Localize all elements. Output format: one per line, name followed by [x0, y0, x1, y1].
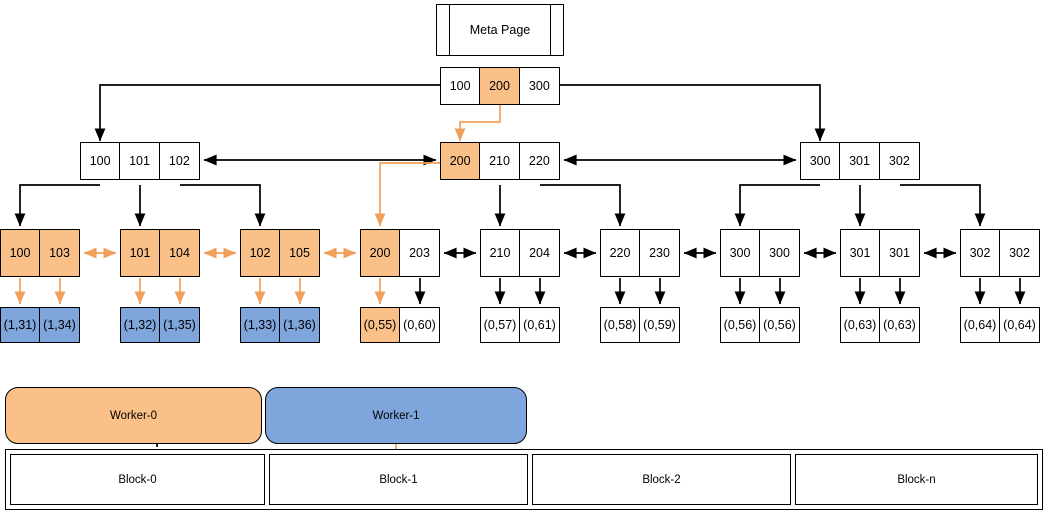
tuple-0-cell-1[interactable]: (1,34): [40, 308, 79, 342]
leaf-7-cell-0[interactable]: 301: [841, 230, 881, 276]
tuple-7-cell-0[interactable]: (0,63): [841, 308, 881, 342]
root-cell-1[interactable]: 200: [480, 68, 520, 104]
internal-middle-cell-0[interactable]: 200: [441, 143, 481, 179]
leaf-to-tuple-edges-orange: [14, 278, 386, 305]
worker-0-legend[interactable]: Worker-0: [5, 387, 262, 444]
leaf-to-tuple-edges-black: [414, 278, 1026, 305]
worker-1-label: Worker-1: [372, 409, 420, 422]
internal-left-cell-1[interactable]: 101: [120, 143, 160, 179]
tuple-node-7[interactable]: (0,63) (0,63): [840, 307, 920, 343]
leaf-node-7[interactable]: 301 301: [840, 229, 920, 277]
block-0-label: Block-0: [118, 473, 157, 486]
leaf-1-cell-0[interactable]: 101: [121, 230, 161, 276]
block-n-label: Block-n: [897, 473, 936, 486]
tuple-2-cell-1[interactable]: (1,36): [280, 308, 319, 342]
leaf-5-cell-1[interactable]: 230: [640, 230, 679, 276]
tuple-3-cell-1[interactable]: (0,60): [400, 308, 439, 342]
leaf-2-cell-1[interactable]: 105: [280, 230, 319, 276]
right-internal-to-leaf-edges: [734, 184, 986, 227]
leaf-node-4[interactable]: 210 204: [480, 229, 560, 277]
tuple-4-cell-0[interactable]: (0,57): [481, 308, 521, 342]
leaf-6-cell-0[interactable]: 300: [721, 230, 761, 276]
tuple-8-cell-0[interactable]: (0,64): [961, 308, 1001, 342]
tuple-node-1[interactable]: (1,32) (1,35): [120, 307, 200, 343]
block-1-label: Block-1: [379, 473, 418, 486]
root-to-middle-internal-edge: [454, 105, 501, 142]
leaf-node-8[interactable]: 302 302: [960, 229, 1040, 277]
meta-page-node[interactable]: Meta Page: [436, 4, 564, 56]
worker-0-label: Worker-0: [109, 409, 158, 422]
tuple-1-cell-0[interactable]: (1,32): [121, 308, 161, 342]
tuple-8-cell-1[interactable]: (0,64): [1000, 308, 1039, 342]
root-cell-0[interactable]: 100: [441, 68, 481, 104]
tuple-node-3[interactable]: (0,55) (0,60): [360, 307, 440, 343]
internal-node-left[interactable]: 100 101 102: [80, 142, 200, 180]
block-n[interactable]: Block-n: [795, 454, 1038, 505]
leaf-0-cell-1[interactable]: 103: [40, 230, 79, 276]
root-node[interactable]: 100 200 300: [440, 67, 560, 105]
meta-page-left-cap: [437, 5, 450, 55]
worker-1-legend[interactable]: Worker-1: [265, 387, 527, 444]
tuple-7-cell-1[interactable]: (0,63): [880, 308, 919, 342]
middle-internal-to-leaf-edges: [494, 184, 626, 227]
internal-left-cell-0[interactable]: 100: [81, 143, 121, 179]
tuple-6-cell-1[interactable]: (0,56): [760, 308, 799, 342]
internal-right-cell-0[interactable]: 300: [801, 143, 841, 179]
leaf-7-cell-1[interactable]: 301: [880, 230, 919, 276]
tuple-6-cell-0[interactable]: (0,56): [721, 308, 761, 342]
tuple-node-0[interactable]: (1,31) (1,34): [0, 307, 80, 343]
tuple-1-cell-1[interactable]: (1,35): [160, 308, 199, 342]
leaf-4-cell-1[interactable]: 204: [520, 230, 559, 276]
block-2[interactable]: Block-2: [532, 454, 791, 505]
tuple-5-cell-1[interactable]: (0,59): [640, 308, 679, 342]
leaf-1-cell-1[interactable]: 104: [160, 230, 199, 276]
leaf-3-cell-1[interactable]: 203: [400, 230, 439, 276]
block-2-label: Block-2: [642, 473, 681, 486]
tuple-node-8[interactable]: (0,64) (0,64): [960, 307, 1040, 343]
leaf-node-3[interactable]: 200 203: [360, 229, 440, 277]
tuple-4-cell-1[interactable]: (0,61): [520, 308, 559, 342]
leaf-3-cell-0[interactable]: 200: [361, 230, 401, 276]
tuple-node-6[interactable]: (0,56) (0,56): [720, 307, 800, 343]
leaf-node-0[interactable]: 100 103: [0, 229, 80, 277]
leaf-node-2[interactable]: 102 105: [240, 229, 320, 277]
internal-node-middle[interactable]: 200 210 220: [440, 142, 560, 180]
tuple-node-4[interactable]: (0,57) (0,61): [480, 307, 560, 343]
leaf-node-5[interactable]: 220 230: [600, 229, 680, 277]
middle-internal-to-leaf-edge-orange: [374, 162, 440, 227]
root-cell-2[interactable]: 300: [519, 68, 560, 104]
meta-page-right-cap: [550, 5, 563, 55]
tuple-node-5[interactable]: (0,58) (0,59): [600, 307, 680, 343]
internal-middle-cell-2[interactable]: 220: [519, 143, 560, 179]
tuple-2-cell-0[interactable]: (1,33): [241, 308, 281, 342]
internal-left-cell-2[interactable]: 102: [159, 143, 200, 179]
left-internal-to-leaf-edges: [14, 184, 266, 227]
internal-node-right[interactable]: 300 301 302: [800, 142, 920, 180]
block-0[interactable]: Block-0: [10, 454, 265, 505]
block-1[interactable]: Block-1: [269, 454, 528, 505]
leaf-8-cell-0[interactable]: 302: [961, 230, 1001, 276]
leaf-6-cell-1[interactable]: 300: [760, 230, 799, 276]
tuple-node-2[interactable]: (1,33) (1,36): [240, 307, 320, 343]
tuple-5-cell-0[interactable]: (0,58): [601, 308, 641, 342]
leaf-4-cell-0[interactable]: 210: [481, 230, 521, 276]
leaf-8-cell-1[interactable]: 302: [1000, 230, 1039, 276]
tuple-3-cell-0[interactable]: (0,55): [361, 308, 401, 342]
internal-right-cell-1[interactable]: 301: [840, 143, 880, 179]
leaf-node-1[interactable]: 101 104: [120, 229, 200, 277]
leaf-5-cell-0[interactable]: 220: [601, 230, 641, 276]
leaf-0-cell-0[interactable]: 100: [1, 230, 41, 276]
internal-middle-cell-1[interactable]: 210: [480, 143, 520, 179]
meta-page-label: Meta Page: [450, 5, 550, 55]
blocks-container: Block-0 Block-1 Block-2 Block-n: [5, 449, 1043, 510]
internal-right-cell-2[interactable]: 302: [879, 143, 920, 179]
leaf-node-6[interactable]: 300 300: [720, 229, 800, 277]
tuple-0-cell-0[interactable]: (1,31): [1, 308, 41, 342]
leaf-2-cell-0[interactable]: 102: [241, 230, 281, 276]
